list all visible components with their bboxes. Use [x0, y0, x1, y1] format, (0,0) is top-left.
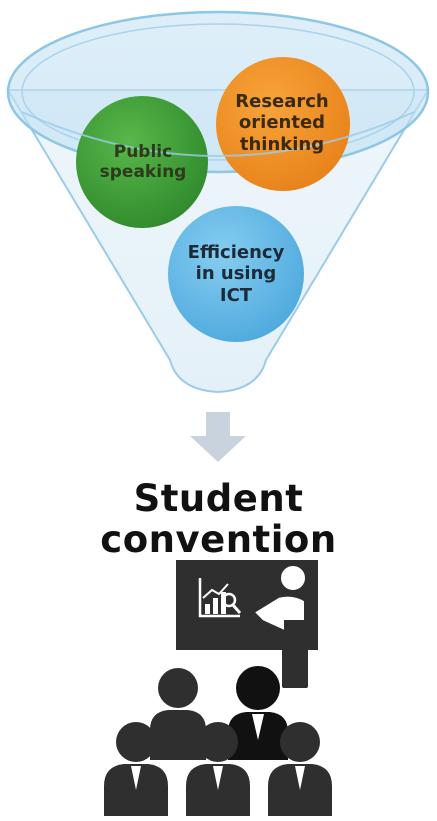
label-research-thinking: Research oriented thinking	[235, 90, 329, 155]
circle-research-thinking	[216, 57, 350, 191]
label-public-speaking: Public speaking	[99, 141, 187, 182]
funnel-rim-front	[21, 111, 415, 157]
funnel-rim	[6, 10, 430, 174]
outcome-title: Student convention	[100, 477, 337, 562]
audience-icon	[104, 666, 332, 816]
down-arrow-icon	[190, 412, 246, 462]
presenter-icon	[176, 560, 318, 688]
funnel-rim-inner	[21, 23, 415, 161]
circle-public-speaking	[76, 96, 208, 228]
label-ict: Efficiency in using ICT	[187, 241, 285, 306]
chart-icon	[198, 578, 242, 618]
circle-ict	[168, 206, 304, 342]
